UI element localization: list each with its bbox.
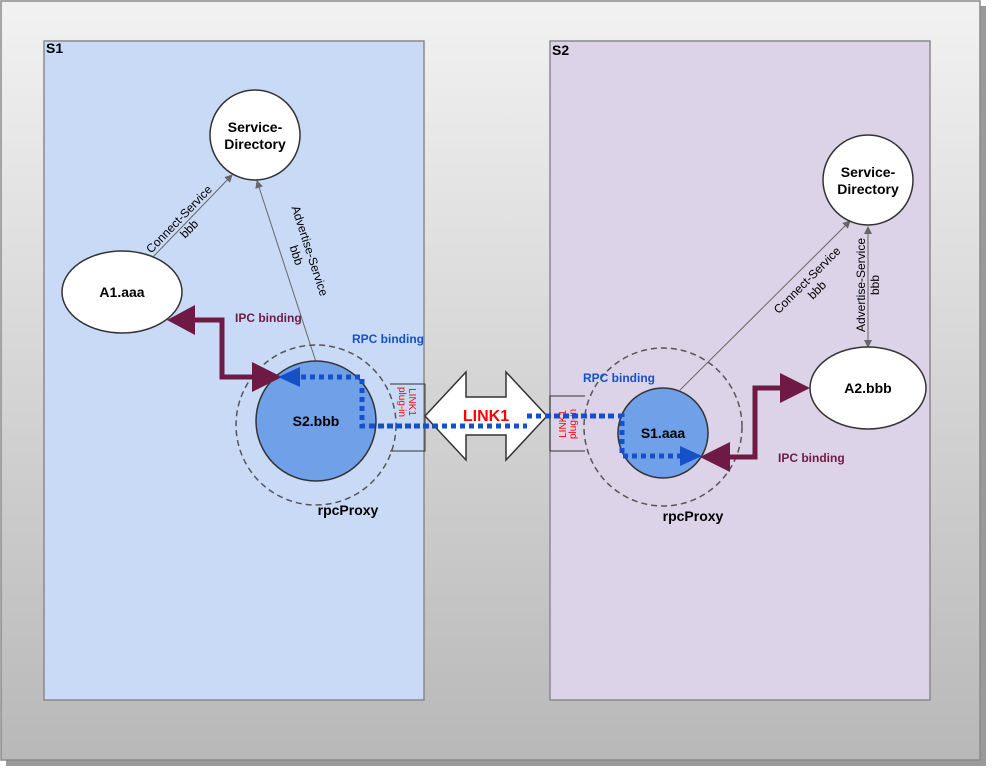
s2-service-directory-node xyxy=(822,134,914,226)
s1-proxy-node-label: S2.bbb xyxy=(293,413,340,429)
s1-rpc-binding-label: RPC binding xyxy=(352,332,424,346)
s2-plugin-line1: LINK1 xyxy=(558,410,569,438)
s2-ipc-arrowhead-right xyxy=(780,373,810,403)
s1-advertise-arrow xyxy=(255,180,317,363)
s1-rpc-proxy-label: rpcProxy xyxy=(318,502,379,518)
s1-client-label: A1.aaa xyxy=(99,284,144,300)
s2-rpc-binding-label: RPC binding xyxy=(583,371,655,385)
s1-connect-arrow xyxy=(151,174,233,259)
s1-service-directory-line2: Directory xyxy=(224,136,286,152)
s1-proxy-node xyxy=(255,360,377,482)
s2-ipc-binding-path xyxy=(728,385,785,460)
link-label: LINK1 xyxy=(463,408,509,425)
s2-rpc-arrowhead xyxy=(680,446,702,466)
s2-connect-arrow xyxy=(679,220,851,391)
s2-service-directory-line2: Directory xyxy=(837,181,899,197)
s2-rpc-proxy-ring xyxy=(583,347,743,507)
s2-service-directory-line1: Service- xyxy=(841,164,896,180)
s1-rpc-arrowhead xyxy=(278,367,300,387)
s1-plugin-bracket xyxy=(390,383,426,452)
s1-service-directory-line1: Service- xyxy=(228,119,283,135)
s1-plugin-line2: plug-in xyxy=(396,387,407,417)
s2-ipc-binding-label: IPC binding xyxy=(778,451,845,465)
s1-ipc-arrowhead-right xyxy=(252,362,282,392)
s1-ipc-binding-label: IPC binding xyxy=(235,311,302,325)
s2-container: S2 Connect-Service bbb Advertise-Service… xyxy=(528,40,931,701)
s2-server-label: A2.bbb xyxy=(844,380,891,396)
s1-title: S1 xyxy=(46,40,63,56)
s2-plugin-bracket xyxy=(549,395,585,452)
s2-proxy-node-label: S1.aaa xyxy=(641,425,686,441)
s1-ipc-binding-path xyxy=(190,317,258,380)
s2-advertise-label-line2: bbb xyxy=(868,275,882,295)
s1-ipc-arrowhead-left xyxy=(167,305,195,335)
s2-rpc-proxy-label: rpcProxy xyxy=(663,508,724,524)
s1-advertise-label-line2: bbb xyxy=(287,243,307,267)
s1-plugin-line1: LINK1 xyxy=(406,388,417,416)
s1-service-directory-node xyxy=(209,89,301,181)
s2-advertise-label-line1: Advertise-Service xyxy=(854,238,868,332)
s1-container: S1 Connect-Service bbb Advertise-Service… xyxy=(43,40,527,701)
s2-title: S2 xyxy=(552,42,569,58)
s2-plugin-line2: plug-in xyxy=(568,409,579,439)
s1-client-node xyxy=(61,250,183,334)
s2-ipc-arrowhead-left xyxy=(700,442,730,472)
